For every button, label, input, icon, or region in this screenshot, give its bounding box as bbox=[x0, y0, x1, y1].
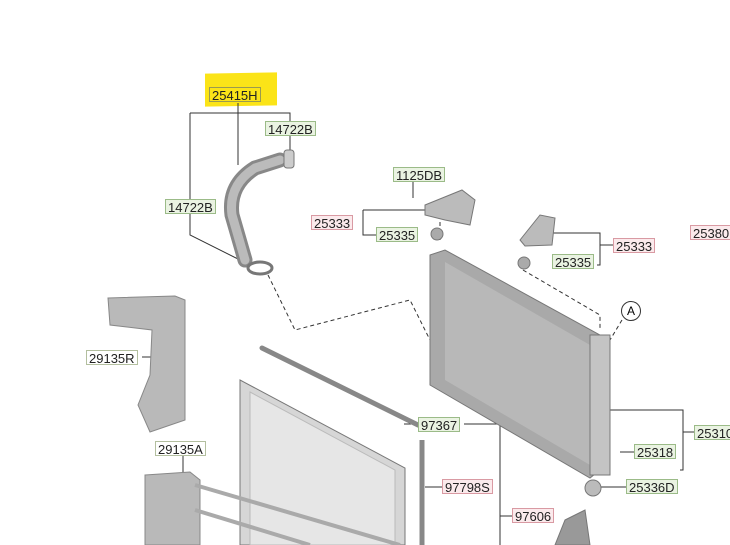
leader-radiator bbox=[600, 409, 694, 488]
label-25415H[interactable]: 25415H bbox=[209, 87, 261, 103]
bracket-part bbox=[424, 189, 476, 226]
label-25380[interactable]: 25380 bbox=[690, 225, 730, 241]
leader-hose bbox=[189, 103, 291, 266]
label-1125DB[interactable]: 1125DB bbox=[393, 167, 446, 183]
label-25333-right[interactable]: 25333 bbox=[613, 238, 656, 254]
dashed-guides bbox=[267, 200, 623, 351]
label-25335-right[interactable]: 25335 bbox=[552, 254, 595, 270]
label-29135R[interactable]: 29135R bbox=[86, 350, 138, 366]
label-97367[interactable]: 97367 bbox=[418, 417, 461, 433]
label-97798S[interactable]: 97798S bbox=[442, 479, 493, 495]
clamp-part-lower bbox=[246, 260, 274, 276]
label-25318[interactable]: 25318 bbox=[634, 444, 677, 460]
label-25335-left[interactable]: 25335 bbox=[376, 227, 419, 243]
air-guard-a-part bbox=[144, 471, 201, 545]
leader-bracket-right bbox=[550, 232, 613, 266]
label-97606[interactable]: 97606 bbox=[512, 508, 555, 524]
clamp-part bbox=[283, 149, 295, 169]
label-14722B-upper[interactable]: 14722B bbox=[265, 121, 316, 137]
label-25310[interactable]: 25310 bbox=[694, 425, 730, 441]
reference-marker-a: A bbox=[621, 301, 641, 321]
air-guard-r-part bbox=[107, 295, 186, 433]
label-29135A[interactable]: 29135A bbox=[155, 441, 206, 457]
label-14722B-lower[interactable]: 14722B bbox=[165, 199, 216, 215]
label-25333-left[interactable]: 25333 bbox=[311, 215, 354, 231]
label-25336D[interactable]: 25336D bbox=[626, 479, 678, 495]
